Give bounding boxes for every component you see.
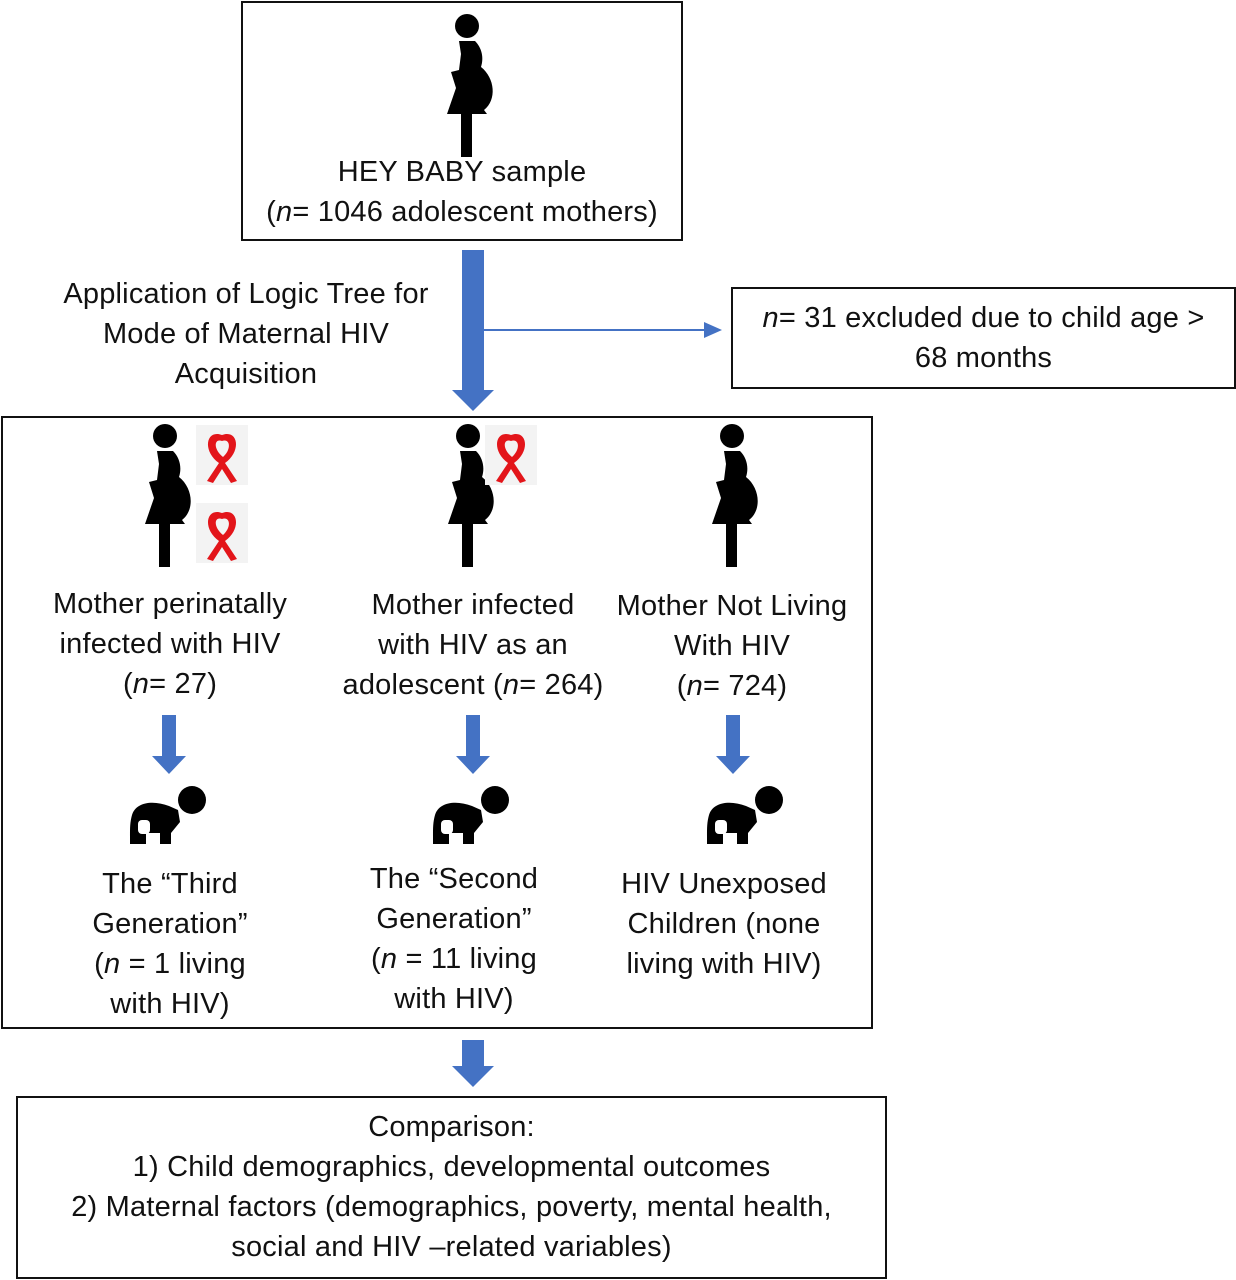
group2-child-label: The “Second Generation” (n = 11 living w…: [369, 863, 539, 1015]
exclusion-arrowhead: [704, 322, 722, 338]
down-arrow-comparison: [452, 1040, 494, 1087]
hiv-ribbon-icon: [485, 425, 537, 485]
sample-title: HEY BABY sample: [337, 156, 587, 188]
group1-child-label: The “Third Generation” (n = 1 living wit…: [92, 868, 248, 1020]
down-arrow-group2: [456, 715, 490, 774]
group3-mother-label: Mother Not Living With HIV (n= 724): [616, 590, 848, 702]
down-arrow-group1: [152, 715, 186, 774]
pregnant-woman-icon: [145, 424, 191, 567]
down-arrow-main: [452, 250, 494, 411]
pregnant-woman-icon: [447, 14, 493, 157]
crawling-baby-icon: [130, 786, 206, 844]
crawling-baby-icon: [433, 786, 509, 844]
excluded-box: [731, 287, 1236, 389]
hiv-ribbon-icon: [196, 425, 248, 485]
group3-child-label: HIV Unexposed Children (none living with…: [621, 868, 827, 980]
pregnant-woman-icon: [712, 424, 758, 567]
crawling-baby-icon: [707, 786, 783, 844]
group2-mother-label: Mother infected with HIV as an adolescen…: [342, 589, 604, 701]
sample-count: (n= 1046 adolescent mothers): [266, 196, 658, 228]
excluded-label: n= 31 excluded due to child age > 68 mon…: [762, 302, 1205, 374]
group1-mother-label: Mother perinatally infected with HIV (n=…: [52, 588, 288, 700]
hiv-ribbon-icon: [196, 503, 248, 563]
process-label: Application of Logic Tree for Mode of Ma…: [63, 278, 429, 390]
comparison-box: [16, 1096, 887, 1279]
comparison-text: Comparison: 1) Child demographics, devel…: [71, 1111, 832, 1263]
down-arrow-group3: [716, 715, 750, 774]
